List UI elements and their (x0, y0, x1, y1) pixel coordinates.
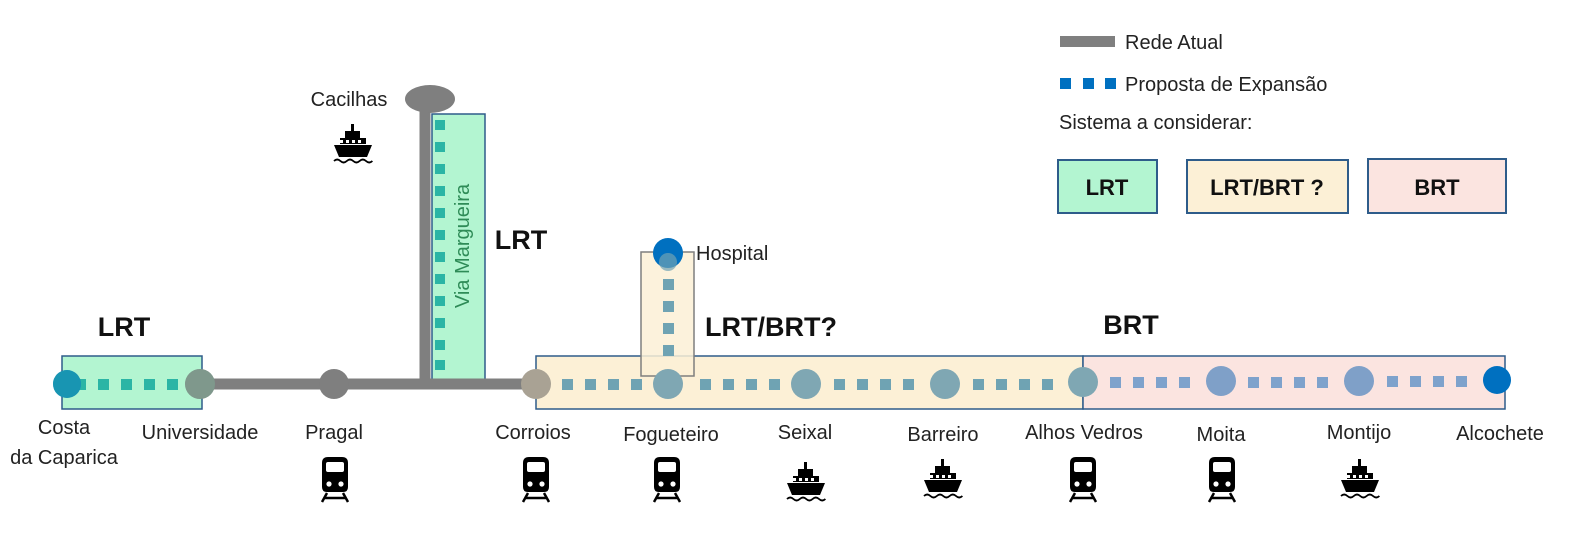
station-label-hospital: Hospital (696, 243, 768, 265)
ferry-icon (333, 123, 374, 164)
station-label-alhos-vedros: Alhos Vedros (1025, 422, 1143, 444)
station-label-cacilhas: Cacilhas (311, 89, 388, 111)
station-pragal-marker (319, 369, 349, 399)
train-icon (521, 455, 551, 504)
station-alhos-vedros-marker (1068, 367, 1098, 397)
ferry-icon (1340, 458, 1381, 499)
station-fogueteiro-marker (653, 369, 683, 399)
expansion-hospital-dots (663, 279, 674, 356)
legend-system-heading: Sistema a considerar: (1059, 112, 1252, 134)
station-label-universidade: Universidade (142, 422, 259, 444)
station-montijo-marker (1344, 366, 1374, 396)
section-label-brt: BRT (1103, 310, 1159, 340)
ferry-icon (923, 458, 964, 499)
expansion-main-dots (562, 379, 1053, 390)
ferry-icon (786, 461, 827, 502)
legend-lrt-brt-box (1186, 159, 1349, 214)
station-labels: Costa da Caparica Universidade Pragal Ca… (10, 89, 1544, 469)
station-label-seixal: Seixal (778, 422, 832, 444)
legend-brt-label: BRT (1414, 175, 1460, 200)
current-network-lines (200, 85, 536, 390)
train-icon (1207, 455, 1237, 504)
cacilhas-terminal (405, 85, 455, 113)
legend-lrt-box (1057, 159, 1158, 214)
station-universidade-marker (185, 369, 215, 399)
train-icon (652, 455, 682, 504)
station-label-costa-line2: da Caparica (10, 447, 119, 469)
station-markers (53, 238, 1511, 399)
station-moita-marker (1206, 366, 1236, 396)
train-icon (1068, 455, 1098, 504)
legend-expansion-label: Proposta de Expansão (1125, 74, 1327, 96)
legend-brt-box (1367, 158, 1507, 214)
station-label-costa-line1: Costa (38, 417, 91, 439)
station-label-fogueteiro: Fogueteiro (623, 424, 719, 446)
expansion-east-dots (1110, 376, 1467, 388)
via-margueira-label: Via Margueira (452, 183, 474, 308)
station-label-alcochete: Alcochete (1456, 423, 1544, 445)
legend-current-network-label: Rede Atual (1125, 32, 1223, 54)
legend-lrt-brt-label: LRT/BRT ? (1210, 175, 1324, 200)
station-label-montijo: Montijo (1327, 422, 1391, 444)
current-network-swatch (1060, 36, 1115, 47)
station-alcochete-marker (1483, 366, 1511, 394)
legend-lrt-label: LRT (1086, 175, 1129, 200)
section-label-lrt-brt: LRT/BRT? (705, 312, 837, 342)
station-barreiro-marker (930, 369, 960, 399)
train-icon (320, 455, 350, 504)
section-label-lrt-margueira: LRT (495, 225, 548, 255)
station-label-corroios: Corroios (495, 422, 571, 444)
expansion-margueira-dots (435, 120, 445, 370)
legend: Rede Atual Proposta de Expansão Sistema … (1057, 32, 1507, 214)
section-label-lrt-west: LRT (98, 312, 151, 342)
station-seixal-marker (791, 369, 821, 399)
station-corroios-marker (521, 369, 551, 399)
station-label-barreiro: Barreiro (907, 424, 978, 446)
station-label-moita: Moita (1197, 424, 1247, 446)
station-label-pragal: Pragal (305, 422, 363, 444)
expansion-swatch (1060, 78, 1116, 89)
